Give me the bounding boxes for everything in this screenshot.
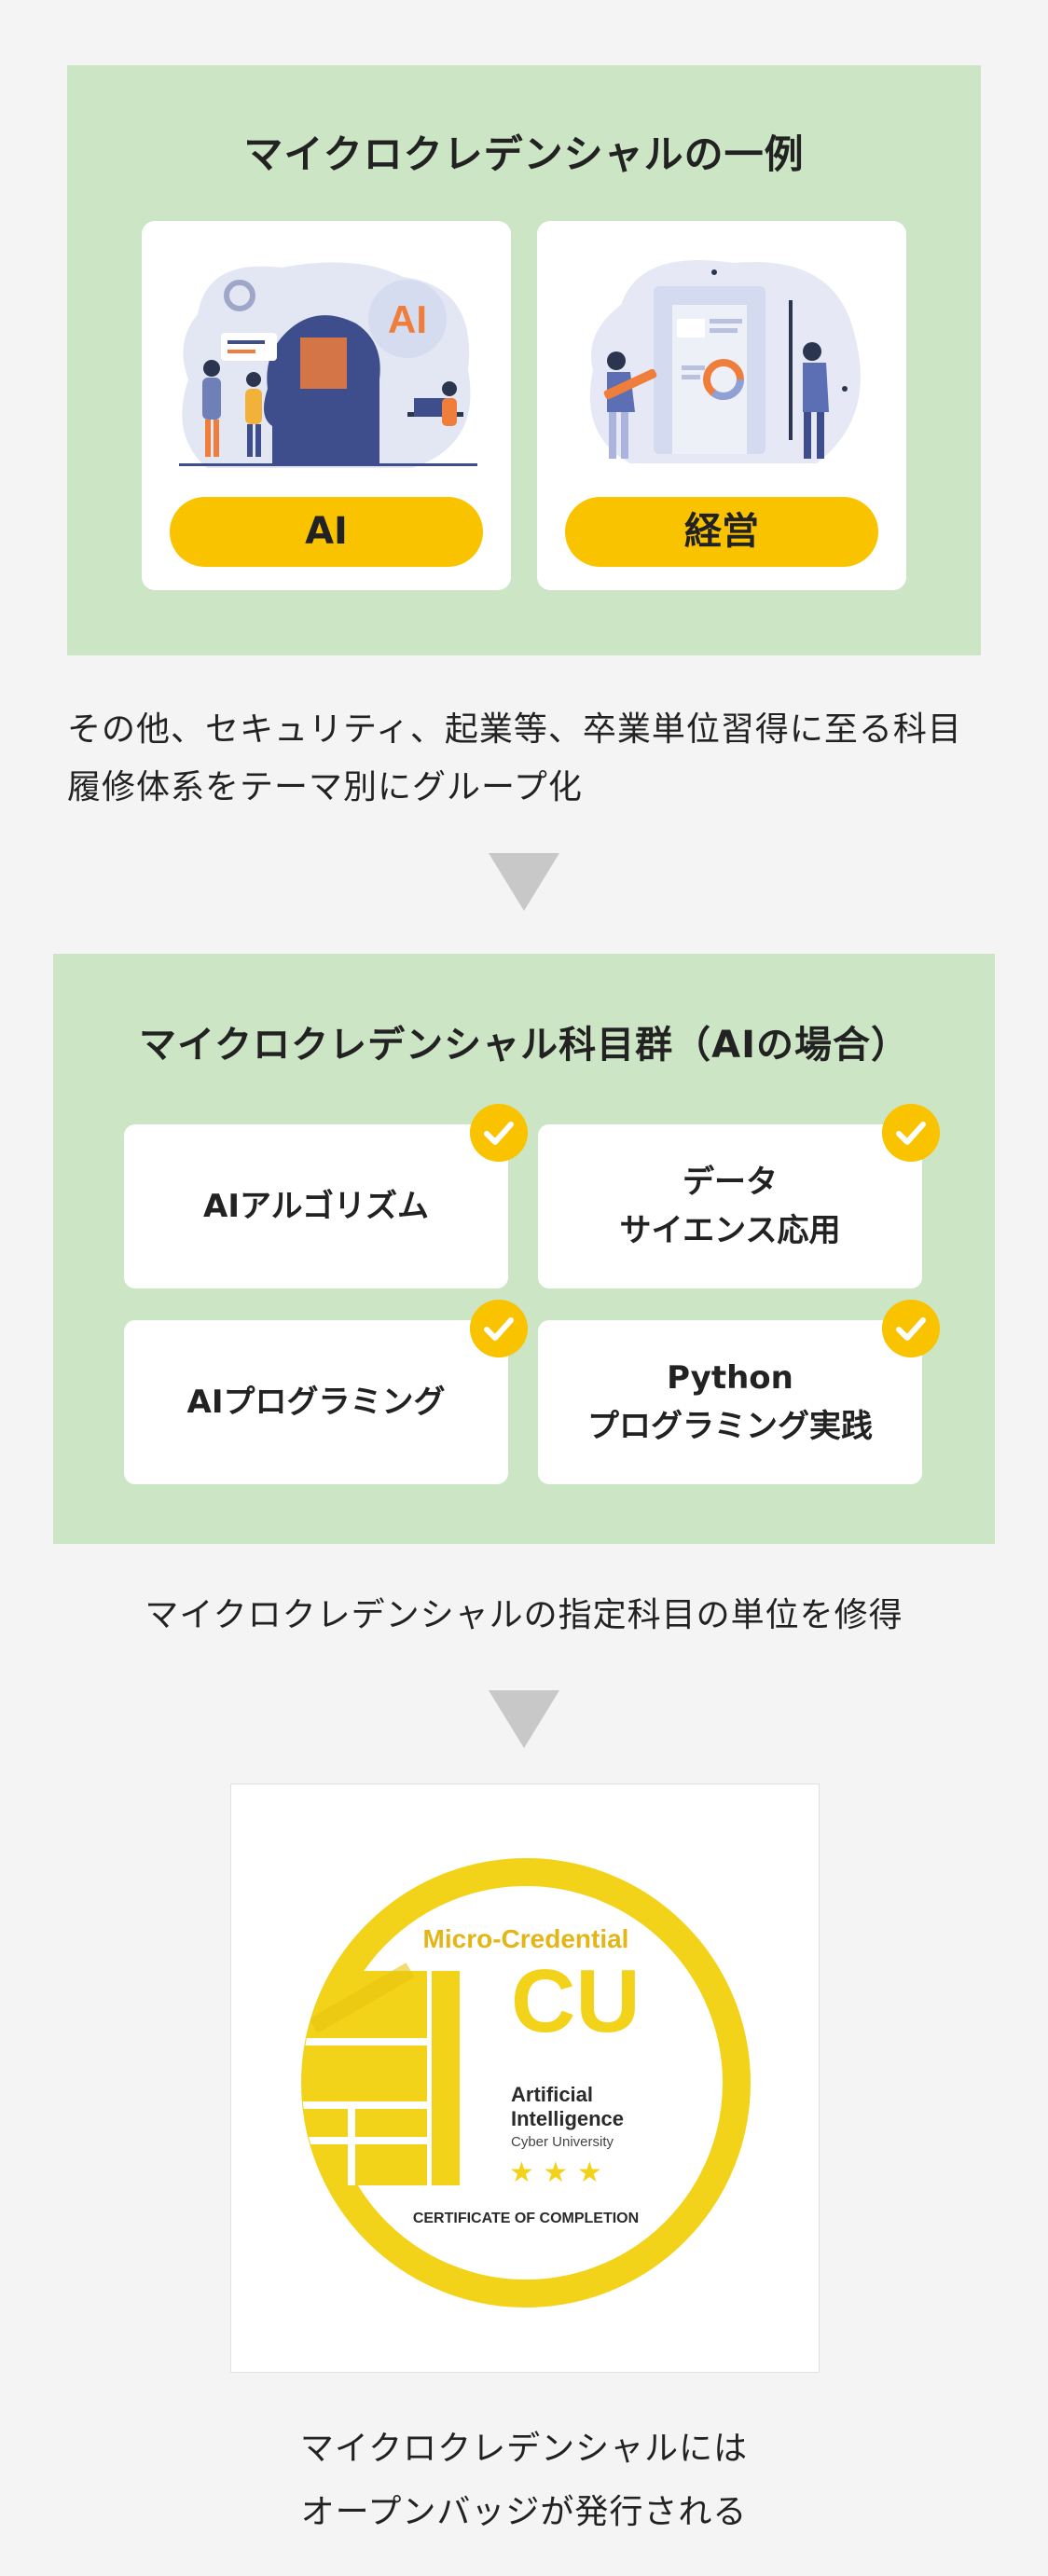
description-grouping: その他、セキュリティ、起業等、卒業単位習得に至る科目履修体系をテーマ別にグループ… xyxy=(67,710,962,806)
check-icon xyxy=(882,1104,940,1162)
course-group-title: マイクロクレデンシャル科目群（AIの場合） xyxy=(138,1024,910,1067)
svg-text:Intelligence: Intelligence xyxy=(511,2107,624,2130)
svg-text:CU: CU xyxy=(511,1951,641,2051)
course-label: AIアルゴリズム xyxy=(203,1188,429,1225)
check-icon xyxy=(470,1104,528,1162)
course-ai-algorithm: AIアルゴリズム xyxy=(124,1124,508,1288)
course-python: Python プログラミング実践 xyxy=(538,1320,922,1484)
check-icon xyxy=(882,1300,940,1357)
description-open-badge: マイクロクレデンシャルには オープンバッジが発行される xyxy=(0,2418,1048,2544)
arrow-down-icon xyxy=(489,1690,559,1748)
svg-text:AI: AI xyxy=(388,297,427,341)
management-illustration-icon xyxy=(589,260,861,463)
course-label: AIプログラミング xyxy=(186,1384,446,1421)
arrow-down-icon xyxy=(489,853,559,911)
svg-text:Micro-Credential: Micro-Credential xyxy=(423,1924,629,1953)
ai-illustration-icon: AI xyxy=(179,262,477,468)
course-label: Python プログラミング実践 xyxy=(587,1359,873,1445)
svg-text:Artificial: Artificial xyxy=(511,2083,593,2106)
card-label-management: 経営 xyxy=(565,497,878,567)
micro-credential-badge: Micro-Credential CU Artificial Intellige… xyxy=(301,1858,751,2307)
check-icon xyxy=(470,1300,528,1357)
course-data-science: データ サイエンス応用 xyxy=(538,1124,922,1288)
open-badge-card: Micro-Credential CU Artificial Intellige… xyxy=(230,1784,820,2373)
course-group-panel: マイクロクレデンシャル科目群（AIの場合） AIアルゴリズム データ サイエンス… xyxy=(53,954,995,1544)
description-line-2: オープンバッジが発行される xyxy=(300,2493,748,2531)
card-label-ai: AI xyxy=(170,497,483,567)
example-panel: マイクロクレデンシャルの一例 AI AI xyxy=(67,65,981,655)
card-ai: AI AI xyxy=(142,221,511,590)
svg-text:Cyber University: Cyber University xyxy=(511,2134,614,2150)
example-title: マイクロクレデンシャルの一例 xyxy=(243,131,805,177)
svg-text:★ ★ ★: ★ ★ ★ xyxy=(509,2156,602,2189)
course-label: データ サイエンス応用 xyxy=(619,1164,841,1249)
description-line-1: マイクロクレデンシャルには xyxy=(299,2430,749,2468)
description-credits: マイクロクレデンシャルの指定科目の単位を修得 xyxy=(145,1596,903,1634)
svg-text:CERTIFICATE OF COMPLETION: CERTIFICATE OF COMPLETION xyxy=(413,2211,639,2226)
card-management: 経営 xyxy=(537,221,906,590)
course-ai-programming: AIプログラミング xyxy=(124,1320,508,1484)
